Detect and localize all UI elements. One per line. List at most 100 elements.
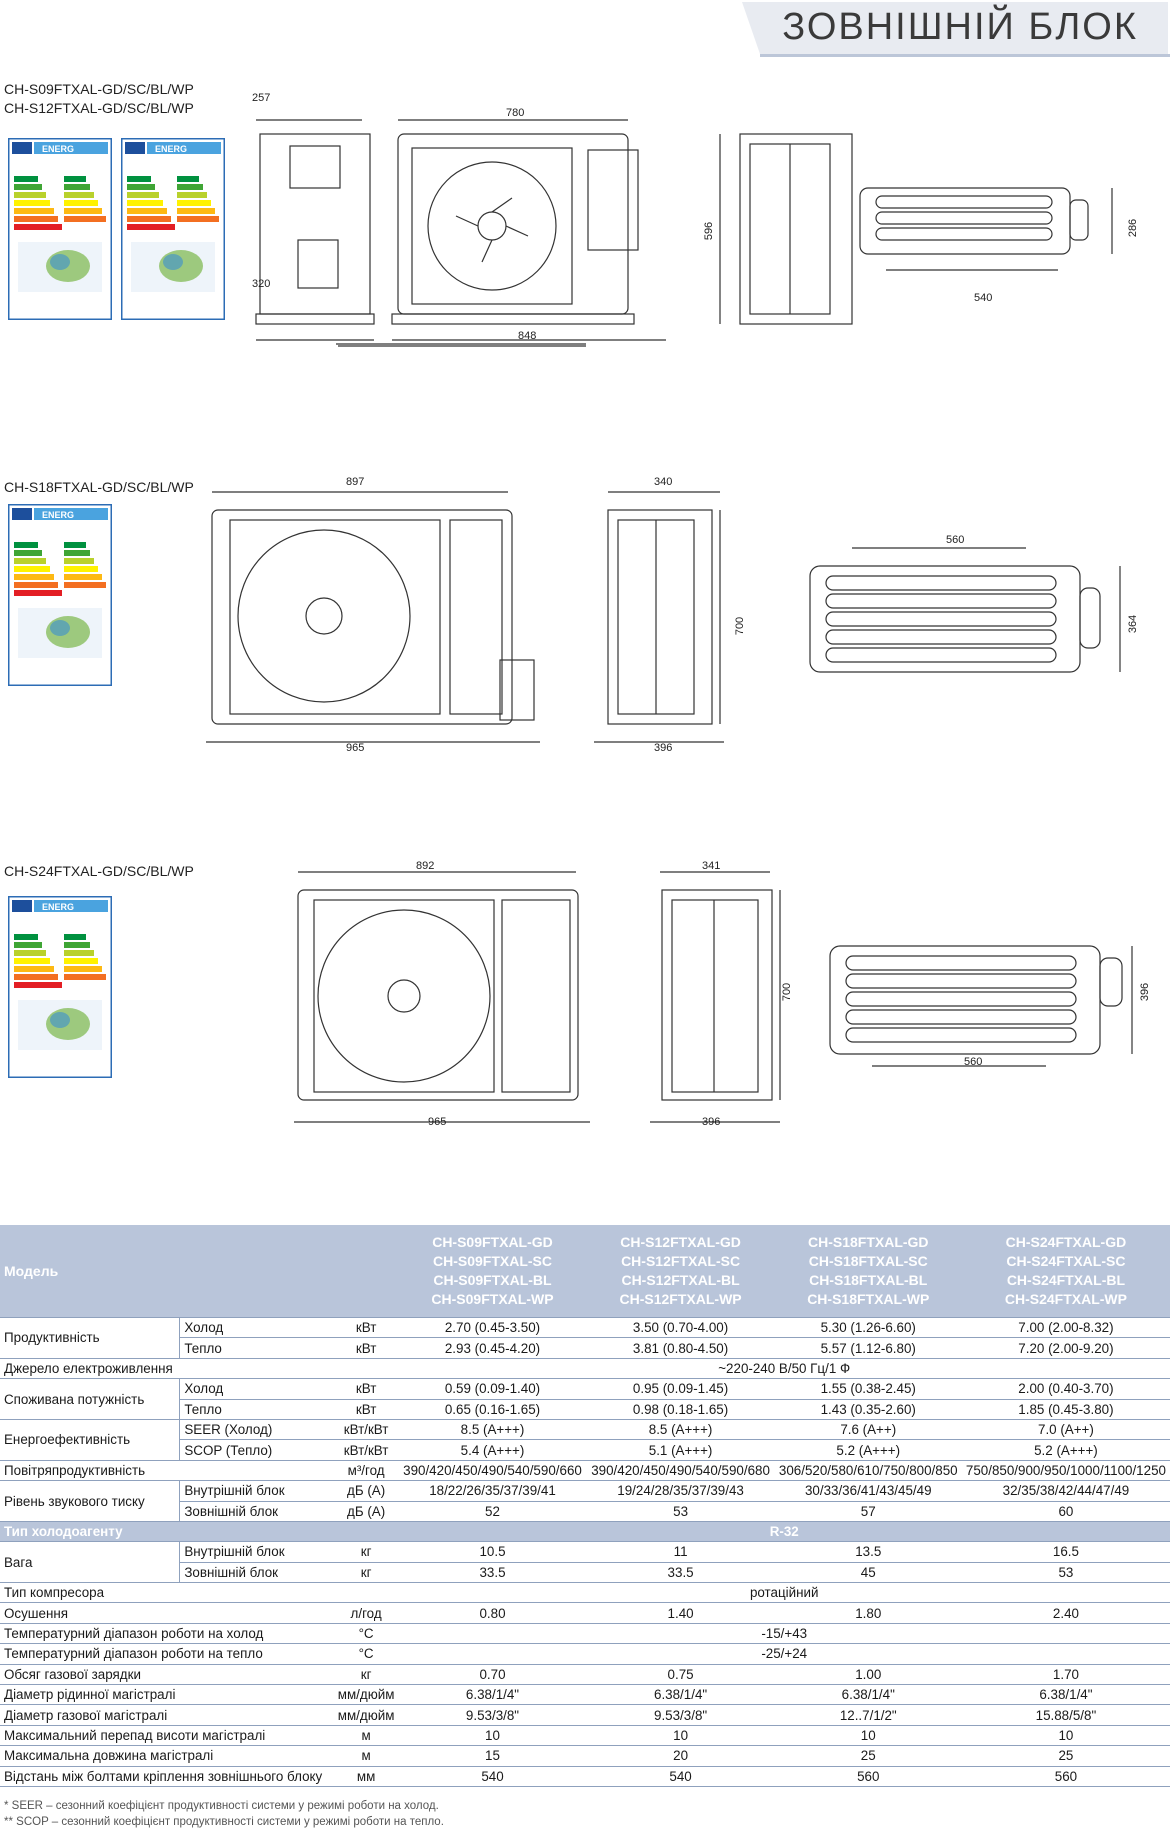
spec-value: 15.88/5/8" (961, 1704, 1170, 1726)
spec-unit: кВт/кВт (333, 1439, 399, 1461)
spec-value: 5.4 (A+++) (398, 1439, 587, 1461)
spec-value: 390/420/450/490/540/590/680 (586, 1460, 775, 1482)
spec-value: 540 (398, 1766, 587, 1787)
dim-top-depth: 286 (1127, 218, 1140, 238)
dim-top-depth: 364 (1127, 614, 1140, 634)
spec-subparameter: Внутрішній блок (179, 1480, 334, 1502)
spec-value: R-32 (398, 1521, 1170, 1543)
energy-word: ENERG (42, 144, 74, 154)
spec-value: 32/35/38/42/44/47/49 (961, 1480, 1170, 1502)
spec-value: -25/+24 (398, 1643, 1170, 1665)
spec-unit: кВт (333, 1317, 399, 1339)
spec-value: 7.6 (A++) (774, 1419, 962, 1441)
spec-value: 16.5 (961, 1541, 1170, 1563)
spec-subparameter: Зовнішній блок (179, 1501, 334, 1522)
spec-parameter: Вага (0, 1541, 180, 1584)
spec-value: 6.38/1/4" (774, 1684, 962, 1706)
spec-value: 5.30 (1.26-6.60) (774, 1317, 962, 1339)
model-column-header: CH-S18FTXAL-GD CH-S18FTXAL-SC CH-S18FTXAL-… (774, 1225, 962, 1318)
group1-model-2: CH-S12FTXAL-GD/SC/BL/WP (4, 100, 194, 116)
spec-unit: мм/дюйм (333, 1684, 399, 1706)
spec-unit: °С (333, 1643, 399, 1665)
group2-model-1: CH-S18FTXAL-GD/SC/BL/WP (4, 479, 194, 495)
spec-unit: кВт (333, 1337, 399, 1359)
dim-top-width: 560 (964, 1056, 983, 1068)
spec-value: 25 (961, 1745, 1170, 1767)
spec-value: 1.80 (774, 1602, 962, 1624)
spec-value: 8.5 (A+++) (586, 1419, 775, 1441)
spec-value: ротаційний (398, 1582, 1170, 1604)
spec-value: 390/420/450/490/540/590/660 (398, 1460, 587, 1482)
energy-label: ENERG (7, 503, 113, 691)
dim-height: 700 (734, 616, 747, 636)
spec-value: ~220-240 В/50 Гц/1 Ф (398, 1358, 1170, 1380)
spec-value: 8.5 (A+++) (398, 1419, 587, 1441)
spec-unit (333, 1582, 399, 1604)
model-name: CH-S18FTXAL-GD (807, 1234, 929, 1250)
spec-subparameter: Внутрішній блок (179, 1541, 334, 1563)
spec-value: 60 (961, 1501, 1170, 1522)
spec-parameter: Продуктивність (0, 1317, 180, 1359)
spec-unit: м (333, 1725, 399, 1747)
spec-value: 1.70 (961, 1664, 1170, 1686)
spec-value: 7.0 (A++) (961, 1419, 1170, 1441)
spec-value: 0.95 (0.09-1.45) (586, 1378, 775, 1400)
spec-parameter: Джерело електроживлення (0, 1358, 334, 1380)
spec-row: Відстань між болтами кріплення зовнішньо… (0, 1766, 1170, 1787)
spec-row: Тип холодоагенту R-32 (0, 1521, 1170, 1543)
spec-value: 12..7/1/2" (774, 1704, 962, 1726)
model-name: CH-S18FTXAL-BL (809, 1272, 928, 1288)
model-name: CH-S18FTXAL-SC (808, 1253, 928, 1269)
spec-parameter: Максимальна довжина магістралі (0, 1745, 334, 1767)
spec-row: Тип компресора ротаційний (0, 1582, 1170, 1604)
spec-row: Джерело електроживлення ~220-240 В/50 Гц/… (0, 1358, 1170, 1380)
spec-value: 560 (774, 1766, 962, 1787)
spec-value: 2.70 (0.45-3.50) (398, 1317, 587, 1339)
model-name: CH-S09FTXAL-SC (432, 1253, 552, 1269)
footnote-seer: * SEER – сезонний коефіцієнт продуктивно… (4, 1800, 439, 1812)
dim-front-bottom: 848 (518, 330, 537, 342)
spec-unit: кг (333, 1562, 399, 1584)
group1-model-1: CH-S09FTXAL-GD/SC/BL/WP (4, 81, 194, 97)
spec-value: 9.53/3/8" (586, 1704, 775, 1726)
spec-parameter: Максимальний перепад висоти магістралі (0, 1725, 334, 1747)
dim-side-top: 257 (252, 92, 271, 104)
spec-parameter: Повітряпродуктивність (0, 1460, 334, 1482)
spec-value: 0.98 (0.18-1.65) (586, 1399, 775, 1420)
energy-label: ENERG (120, 137, 226, 325)
spec-value: 33.5 (586, 1562, 775, 1584)
spec-value: 750/850/900/950/1000/1100/1250 (961, 1460, 1170, 1482)
spec-unit (333, 1521, 399, 1543)
spec-parameter: Тип компресора (0, 1582, 334, 1604)
energy-label: ENERG (7, 895, 113, 1083)
model-name: CH-S24FTXAL-SC (1006, 1253, 1126, 1269)
spec-parameter: Температурний діапазон роботи на тепло (0, 1643, 334, 1665)
spec-parameter: Тип холодоагенту (0, 1521, 334, 1543)
dim-side-bottom: 320 (252, 278, 271, 290)
spec-subparameter: Холод (179, 1378, 334, 1400)
spec-value: 7.20 (2.00-9.20) (961, 1337, 1170, 1359)
spec-unit: кВт (333, 1378, 399, 1400)
model-name: CH-S09FTXAL-GD (432, 1234, 553, 1250)
dim-front-top: 780 (506, 107, 525, 119)
spec-value: 18/22/26/35/37/39/41 (398, 1480, 587, 1502)
spec-row: Температурний діапазон роботи на тепло°С… (0, 1643, 1170, 1665)
spec-value: 5.2 (A+++) (774, 1439, 962, 1461)
footnote-scop: ** SCOP – сезонний коефіцієнт продуктивн… (4, 1816, 444, 1828)
spec-value: 30/33/36/41/43/45/49 (774, 1480, 962, 1502)
spec-unit: °С (333, 1623, 399, 1645)
model-name: CH-S12FTXAL-GD (620, 1234, 741, 1250)
